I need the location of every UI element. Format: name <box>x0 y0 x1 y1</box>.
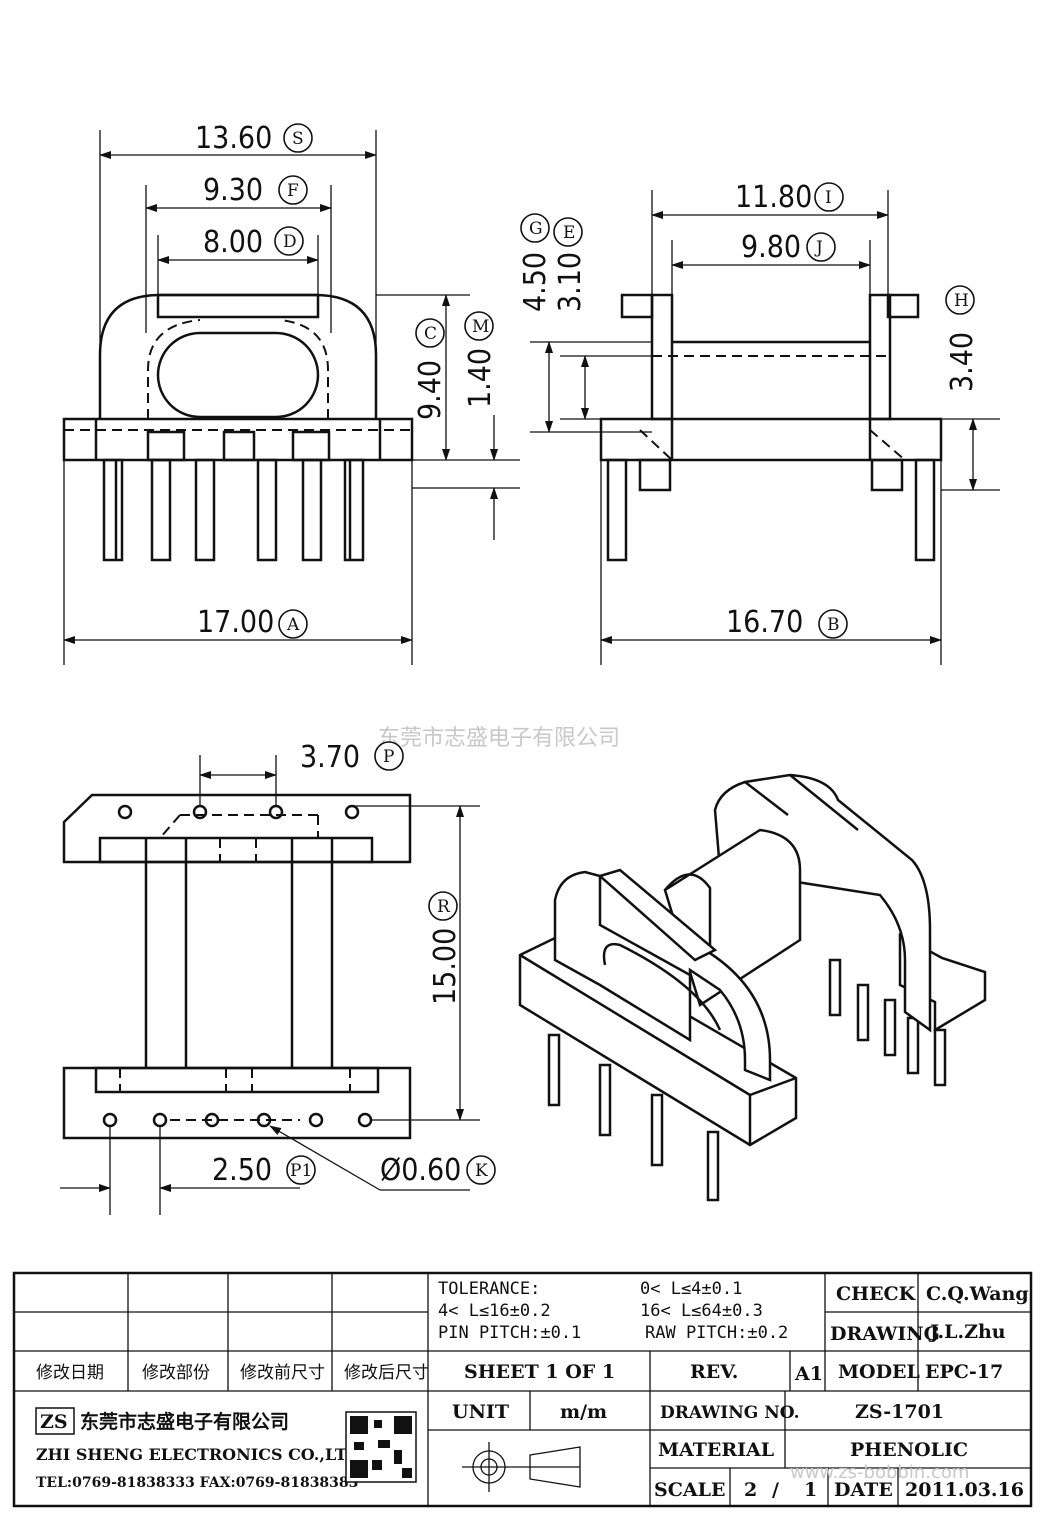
scale-den: 1 <box>804 1479 817 1501</box>
dim-s-value: 13.60 <box>195 121 272 156</box>
tolerance-3: 16< L≤64±0.3 <box>640 1301 763 1321</box>
dim-f-tag <box>278 175 308 205</box>
tolerance-label: TOLERANCE: <box>438 1279 540 1299</box>
rev-header-after: 修改后尺寸 <box>344 1363 429 1383</box>
dim-m-tag <box>464 311 494 341</box>
raw-pitch: RAW PITCH:±0.2 <box>645 1323 788 1343</box>
dim-e-tag-text: E <box>563 223 575 243</box>
dim-d-tag-text: D <box>283 232 297 252</box>
tolerance-1: 0< L≤4±0.1 <box>640 1279 742 1299</box>
drawing-label: DRAWING <box>830 1323 940 1345</box>
company-en: ZHI SHENG ELECTRONICS CO.,LTD <box>36 1445 361 1464</box>
dim-k-tag-text: K <box>475 1161 488 1181</box>
dim-c-value: 9.40 <box>413 360 448 420</box>
dim-g-tag-text: G <box>529 219 543 239</box>
front-view <box>62 293 414 562</box>
check-label: CHECK <box>836 1283 917 1305</box>
qr-code <box>345 1411 417 1483</box>
watermark-company: 东莞市志盛电子有限公司 <box>378 726 620 751</box>
check-value: C.Q.Wang <box>926 1283 1029 1305</box>
date-label: DATE <box>834 1479 893 1501</box>
bottom-view-dimensions: 3.70 P 15.00 R 2.50 P1 Ø0.60 K <box>60 740 496 1215</box>
dim-p-tag <box>374 741 404 771</box>
drawing-no-value: ZS-1701 <box>855 1401 944 1423</box>
dim-h-tag-text: H <box>954 291 969 311</box>
dim-e-value: 3.10 <box>553 252 588 312</box>
dim-p1-tag-text: P1 <box>290 1161 312 1181</box>
company-contact: TEL:0769-81838333 FAX:0769-81838383 <box>36 1475 358 1491</box>
dim-b-tag-text: B <box>827 615 840 635</box>
dim-p-value: 3.70 <box>300 740 360 775</box>
material-label: MATERIAL <box>658 1439 774 1461</box>
dim-r-tag-text: R <box>437 897 451 917</box>
scale-label: SCALE <box>654 1479 725 1501</box>
dim-a-value: 17.00 <box>197 605 274 640</box>
dim-p-tag-text: P <box>383 747 394 767</box>
company-cn: 东莞市志盛电子有限公司 <box>80 1410 289 1433</box>
side-view <box>599 293 943 562</box>
unit-label: UNIT <box>452 1401 509 1423</box>
drawing-no-label: DRAWING NO. <box>660 1403 800 1423</box>
date-value: 2011.03.16 <box>905 1479 1024 1501</box>
dim-m-value: 1.40 <box>463 348 498 408</box>
dim-f-value: 9.30 <box>203 173 263 208</box>
dim-a-tag-text: A <box>286 615 300 635</box>
dim-i-tag <box>814 182 844 212</box>
unit-value: m/m <box>560 1401 607 1423</box>
dim-j-value: 9.80 <box>741 230 801 265</box>
title-block: 修改日期 修改部份 修改前尺寸 修改后尺寸 TOLERANCE: 0< L≤4±… <box>12 1271 1033 1508</box>
dim-p1-value: 2.50 <box>212 1153 272 1188</box>
rev-header-before: 修改前尺寸 <box>240 1363 325 1383</box>
pin-pitch: PIN PITCH:±0.1 <box>438 1323 581 1343</box>
logo-text: ZS <box>40 1411 68 1433</box>
dim-j-tag <box>806 232 836 262</box>
dim-b-tag <box>818 609 848 639</box>
material-value: PHENOLIC <box>850 1439 968 1461</box>
dim-h-value: 3.40 <box>945 332 980 392</box>
dim-b-value: 16.70 <box>726 605 803 640</box>
dim-f-tag-text: F <box>287 181 299 201</box>
dim-s-tag <box>283 123 313 153</box>
dim-h-tag <box>945 285 975 315</box>
sheet-text: SHEET 1 OF 1 <box>464 1361 615 1383</box>
projection-symbol-icon <box>462 1442 581 1492</box>
rev-label: REV. <box>690 1361 738 1383</box>
dim-s-tag-text: S <box>292 129 304 149</box>
dim-d-tag <box>274 226 304 256</box>
watermark-url: www.zs-bobbin.com <box>790 1462 969 1483</box>
dim-k-tag <box>466 1155 496 1185</box>
dim-c-tag-text: C <box>424 324 437 344</box>
dim-g-value: 4.50 <box>518 252 553 312</box>
dim-i-tag-text: I <box>825 188 832 208</box>
model-value: EPC-17 <box>925 1361 1003 1383</box>
side-view-dimensions: 11.80 I 9.80 J 4.50 G 3.10 E 3.40 H 16.7… <box>518 180 1000 665</box>
rev-header-part: 修改部份 <box>142 1363 210 1383</box>
scale-sep: / <box>772 1479 779 1501</box>
tolerance-2: 4< L≤16±0.2 <box>438 1301 551 1321</box>
dim-k-value: Ø0.60 <box>380 1153 461 1188</box>
rev-header-date: 修改日期 <box>36 1363 104 1383</box>
rev-value: A1 <box>794 1363 823 1385</box>
dim-j-tag-text: J <box>814 238 823 258</box>
scale-num: 2 <box>744 1479 757 1501</box>
isometric-view <box>518 773 987 1202</box>
dim-e-tag <box>553 217 583 247</box>
dim-i-value: 11.80 <box>735 180 812 215</box>
dim-r-value: 15.00 <box>428 928 463 1005</box>
company-logo: ZS <box>35 1407 75 1435</box>
dim-c-tag <box>415 318 445 348</box>
dim-g-tag <box>520 213 550 243</box>
dim-r-tag <box>428 891 458 921</box>
dim-a-tag <box>278 609 308 639</box>
dim-p1-tag <box>286 1155 316 1185</box>
dim-m-tag-text: M <box>472 317 489 337</box>
model-label: MODEL <box>838 1361 920 1383</box>
dim-d-value: 8.00 <box>203 225 263 260</box>
bottom-view <box>62 793 412 1140</box>
drawing-value: J.L.Zhu <box>928 1321 1006 1343</box>
front-view-dimensions: 13.60 S 9.30 F 8.00 D 9.40 C 1.40 M 17.0… <box>63 121 520 665</box>
